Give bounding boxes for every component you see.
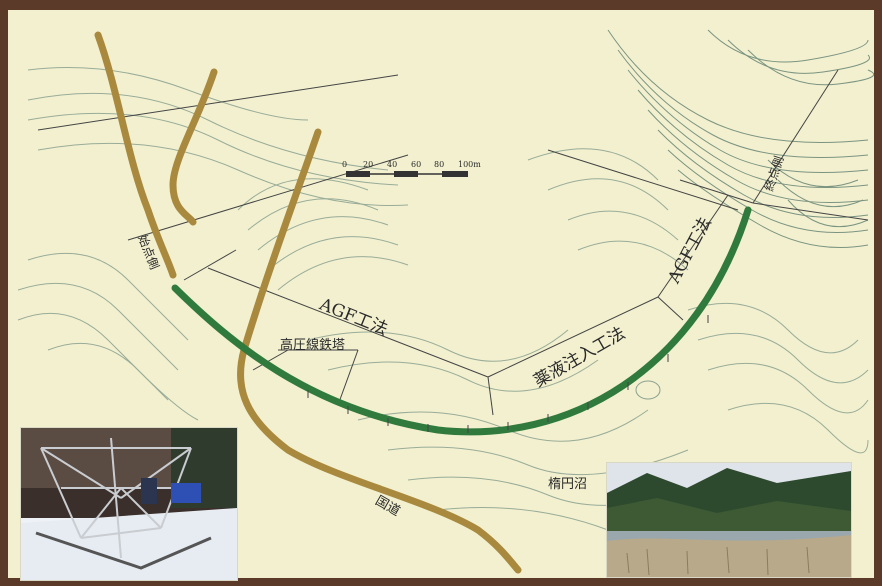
pond-landscape-image — [607, 463, 851, 577]
pond-label: 楕円沼 — [548, 477, 588, 492]
pond-landscape-photo — [606, 462, 852, 578]
road-branch-hairpin — [169, 68, 218, 226]
scale-label-80: 80 — [434, 160, 445, 169]
scale-label-60: 60 — [411, 160, 422, 169]
contour-lines-dense — [607, 29, 874, 248]
scale-label-0: 0 — [342, 160, 348, 169]
high-voltage-tower-label: 高圧線鉄塔 — [280, 338, 346, 353]
scale-bar — [346, 171, 468, 177]
station-ticks — [307, 315, 709, 433]
steel-frame-photo — [20, 427, 238, 581]
steel-frame-image — [21, 428, 237, 580]
survey-lines — [37, 69, 869, 416]
scale-label-20: 20 — [363, 160, 374, 169]
road-branch-left — [94, 31, 177, 279]
road-national — [237, 128, 522, 574]
tunnel-alignment — [171, 206, 752, 436]
scale-label-40: 40 — [387, 160, 398, 169]
scale-label-100m: 100m — [458, 160, 481, 169]
pond-outline — [635, 380, 661, 400]
